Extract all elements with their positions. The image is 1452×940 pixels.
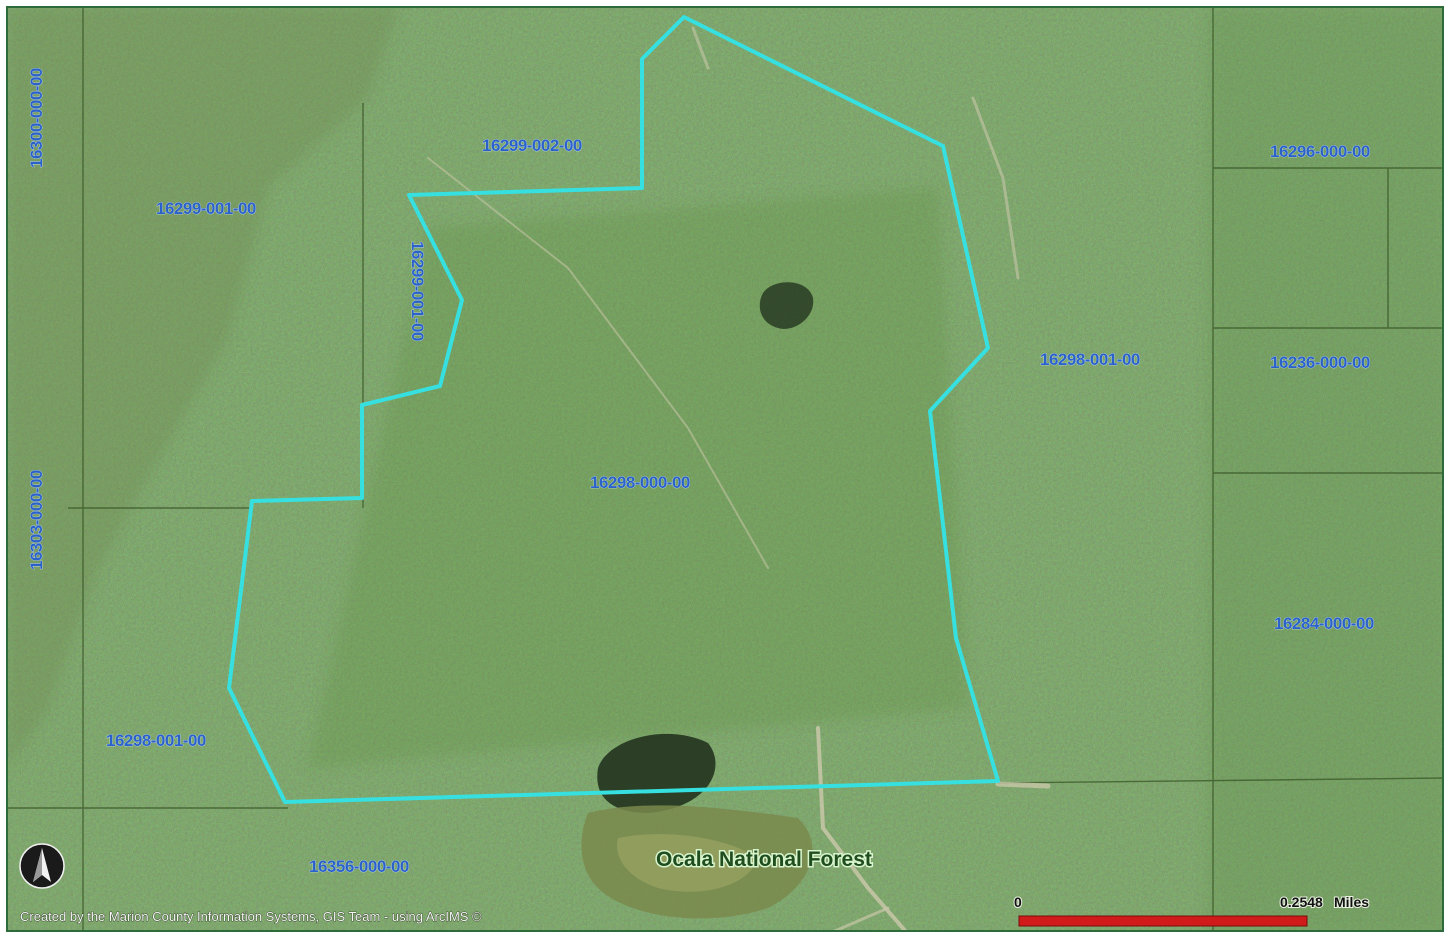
aerial-map[interactable]: 16300-000-00 16299-002-00 16299-001-00 1…	[8, 8, 1444, 932]
scale-bar: 0 0.2548 Miles	[1013, 893, 1370, 927]
scale-start-label: 0	[1014, 894, 1022, 910]
parcel-label: 16299-001-00	[156, 199, 256, 218]
parcel-label: 16299-001-00	[408, 241, 427, 341]
wetlands	[581, 282, 814, 919]
map-view[interactable]: 16300-000-00 16299-002-00 16299-001-00 1…	[6, 6, 1444, 932]
parcel-label: 16300-000-00	[27, 68, 46, 168]
parcel-label: 16356-000-00	[309, 857, 409, 876]
parcel-label: 16298-001-00	[1040, 350, 1140, 369]
parcel-label: 16303-000-00	[27, 470, 46, 570]
north-arrow-icon	[19, 843, 65, 889]
parcel-labels: 16300-000-00 16299-002-00 16299-001-00 1…	[27, 68, 1375, 877]
terrain-shading	[8, 8, 1442, 930]
parcel-lines	[8, 8, 1442, 930]
parcel-label: 16298-001-00	[106, 731, 206, 750]
parcel-label: 16296-000-00	[1270, 142, 1370, 161]
scale-bar-segment	[1018, 915, 1308, 927]
parcel-label: 16298-000-00	[590, 473, 690, 492]
property-boundary[interactable]	[227, 15, 1000, 804]
place-label: Ocala National Forest	[656, 848, 872, 871]
parcel-label: 16299-002-00	[482, 136, 582, 155]
parcel-label: 16236-000-00	[1270, 353, 1370, 372]
parcel-label: 16284-000-00	[1274, 614, 1374, 633]
trails	[427, 26, 1051, 930]
map-credit: Created by the Marion County Information…	[20, 909, 482, 924]
scale-unit-label: Miles	[1334, 894, 1369, 910]
scale-end-label: 0.2548	[1280, 894, 1323, 910]
